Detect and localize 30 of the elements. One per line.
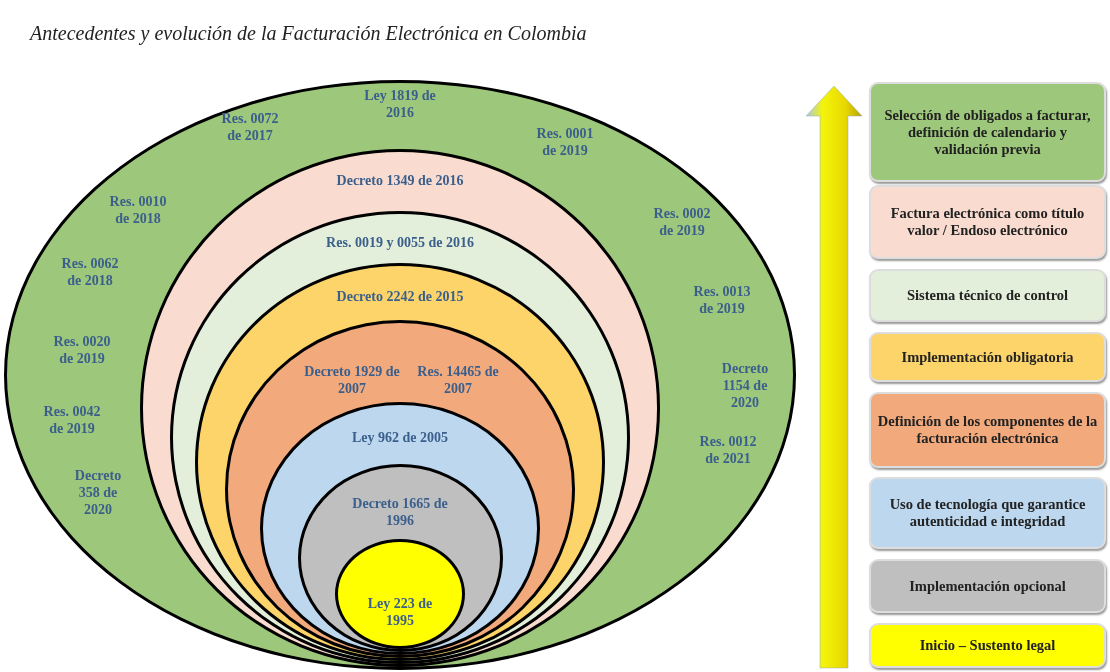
regulation-label: Res. 0019 y 0055 de 2016 <box>325 233 475 251</box>
stage-box: Implementación obligatoria <box>869 332 1106 382</box>
regulation-label: Res. 0062 de 2018 <box>60 255 120 289</box>
stage-box: Uso de tecnología que garantice autenticidad e integridad <box>869 477 1106 549</box>
regulation-label: Decreto 1154 de 2020 <box>720 359 770 411</box>
stage-box: Selección de obligados a facturar, definición de calendario y validación previa <box>869 82 1106 182</box>
ellipse-band <box>335 539 465 649</box>
regulation-label: Res. 0002 de 2019 <box>652 205 712 239</box>
stage-box: Inicio – Sustento legal <box>869 623 1106 668</box>
stage-box: Sistema técnico de control <box>869 269 1106 322</box>
regulation-label: Decreto 1349 de 2016 <box>335 171 465 189</box>
regulation-label: Decreto 2242 de 2015 <box>335 287 465 305</box>
regulation-label: Res. 14465 de 2007 <box>416 363 500 397</box>
regulation-label: Ley 1819 de 2016 <box>363 87 437 121</box>
regulation-label: Res. 0012 de 2021 <box>698 433 758 467</box>
regulation-label: Res. 0020 de 2019 <box>52 333 112 367</box>
regulation-label: Decreto 1929 de 2007 <box>303 363 401 397</box>
regulation-label: Decreto 358 de 2020 <box>73 466 123 518</box>
regulation-label: Res. 0010 de 2018 <box>108 193 168 227</box>
regulation-label: Decreto 1665 de 1996 <box>351 495 449 529</box>
regulation-label: Res. 0013 de 2019 <box>692 283 752 317</box>
stage-box: Factura electrónica como título valor / Endoso electrónico <box>869 185 1106 259</box>
regulation-label: Ley 962 de 2005 <box>350 428 450 446</box>
regulation-label: Ley 223 de 1995 <box>366 595 434 629</box>
regulation-label: Res. 0042 de 2019 <box>42 403 102 437</box>
stage-box: Definición de los componentes de la facturación electrónica <box>869 392 1106 468</box>
regulation-label: Res. 0072 de 2017 <box>220 110 280 144</box>
regulation-label: Res. 0001 de 2019 <box>535 125 595 159</box>
title: Antecedentes y evolución de la Facturación Electrónica en Colombia <box>30 22 587 45</box>
stage-box: Implementación opcional <box>869 559 1106 613</box>
